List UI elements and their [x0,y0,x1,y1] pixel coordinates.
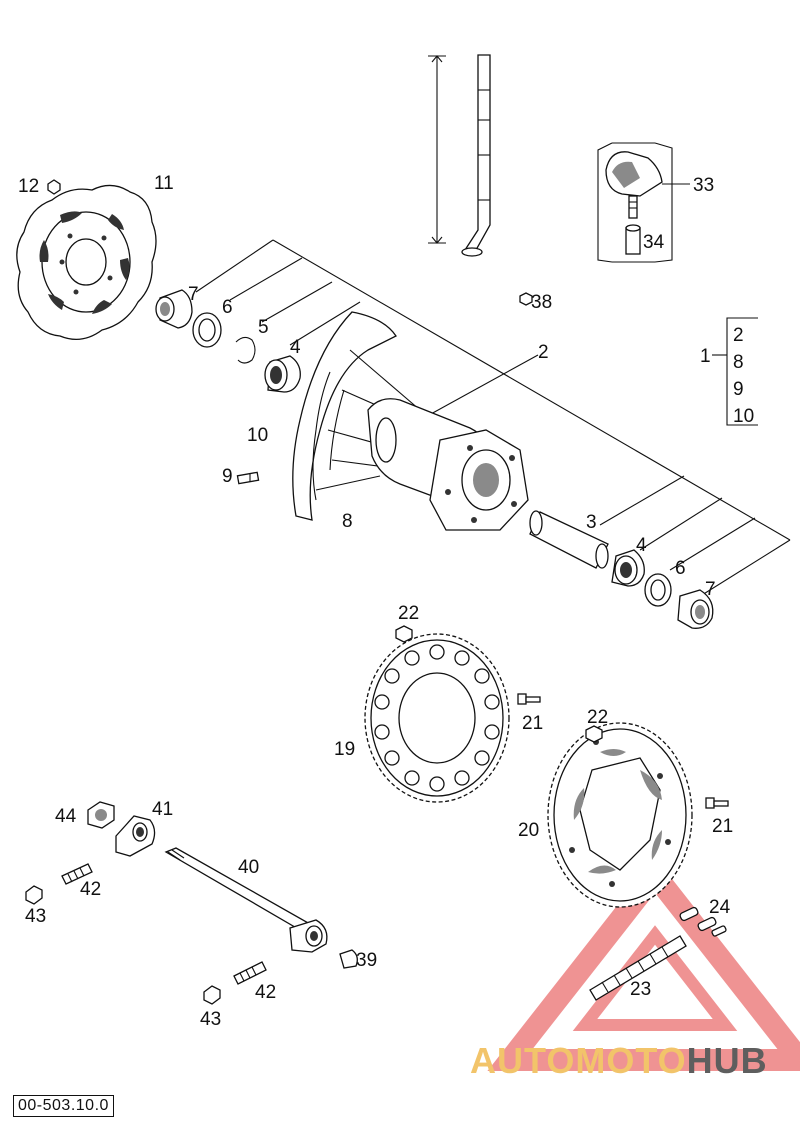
brake-disc [16,184,157,341]
reference-code: 00-503.10.0 [13,1095,114,1117]
label-22a: 22 [398,603,419,624]
label-44: 44 [55,806,77,827]
lock-nut-upper [25,885,43,905]
watermark-part2: HUB [686,1040,768,1081]
label-12: 12 [18,176,39,197]
spoke-nipple [236,471,260,485]
axle-rod-top [428,54,491,257]
sprocket-19 [364,633,510,803]
label-43b: 43 [200,1009,221,1030]
axle-cap-39 [339,949,358,969]
bearing-right [611,549,645,587]
assembly-bracket [712,317,758,426]
sprocket-bolt-top [517,693,541,705]
lock-nut-lower [203,985,221,1005]
adjuster-screw-lower [233,961,267,985]
valve-group-box [597,142,690,263]
label-33: 33 [693,175,714,196]
disc-bolt [47,179,61,195]
label-38: 38 [531,292,552,313]
label-4a: 4 [290,337,301,358]
label-9: 9 [222,466,233,487]
axle-nut-44 [87,801,115,829]
spacer-left [155,289,193,329]
label-22b: 22 [587,707,608,728]
seal-right [644,573,672,607]
label-42b: 42 [255,982,276,1003]
label-11: 11 [154,173,174,194]
label-9-bracket: 9 [733,379,744,400]
label-42a: 42 [80,879,101,900]
label-21a: 21 [522,713,543,734]
spacer-right [677,589,714,629]
label-21b: 21 [712,816,733,837]
label-40: 40 [238,857,259,878]
axle-spacer [529,510,609,569]
label-19: 19 [334,739,355,760]
label-6a: 6 [222,297,233,318]
hub [367,398,529,531]
watermark-logo [487,857,800,1071]
label-24: 24 [709,897,731,918]
label-34: 34 [643,232,665,253]
label-5: 5 [258,317,269,338]
label-41: 41 [152,799,173,820]
rim [292,311,397,521]
chain-master-link [679,906,727,937]
leader-lines [195,239,791,596]
small-nut-38 [519,292,533,306]
label-7b: 7 [705,579,716,600]
label-2: 2 [538,342,549,363]
chain-adjuster [115,815,156,857]
label-20: 20 [518,820,539,841]
watermark-text: AUTOMOTOHUB [470,1040,768,1082]
part-labels: 1 2 8 9 10 2 3 4 4 5 6 6 7 7 8 9 10 11 1… [18,173,754,1030]
adjuster-screw-upper [61,863,93,885]
label-10-bracket: 10 [733,406,754,427]
bearing-left [264,355,301,393]
sprocket-bolt-right [705,797,729,809]
label-1: 1 [700,346,711,367]
label-39: 39 [356,950,377,971]
label-8-bracket: 8 [733,352,744,373]
label-43a: 43 [25,906,46,927]
watermark-part1: AUTOMOTO [470,1040,687,1081]
sprocket-nut-right [585,725,603,743]
label-10: 10 [247,425,268,446]
label-2-bracket: 2 [733,325,744,346]
sprocket-nut-top [395,625,413,643]
label-6b: 6 [675,558,686,579]
label-4b: 4 [636,535,647,556]
circlip [235,336,256,364]
label-8: 8 [342,511,353,532]
drive-chain [589,935,687,1001]
label-7a: 7 [188,284,199,305]
seal-left [192,312,222,348]
sprocket-20 [547,722,693,908]
label-23: 23 [630,979,651,1000]
rear-axle [164,847,328,953]
label-3: 3 [586,512,597,533]
